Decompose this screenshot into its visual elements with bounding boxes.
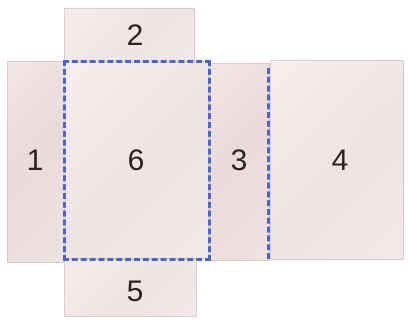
face-label-5: 5 bbox=[127, 277, 144, 307]
face-label-4: 4 bbox=[332, 146, 349, 176]
face-label-1: 1 bbox=[27, 146, 44, 176]
face-label-3: 3 bbox=[231, 146, 248, 176]
face-label-2: 2 bbox=[127, 21, 144, 51]
face-label-6: 6 bbox=[128, 146, 145, 176]
